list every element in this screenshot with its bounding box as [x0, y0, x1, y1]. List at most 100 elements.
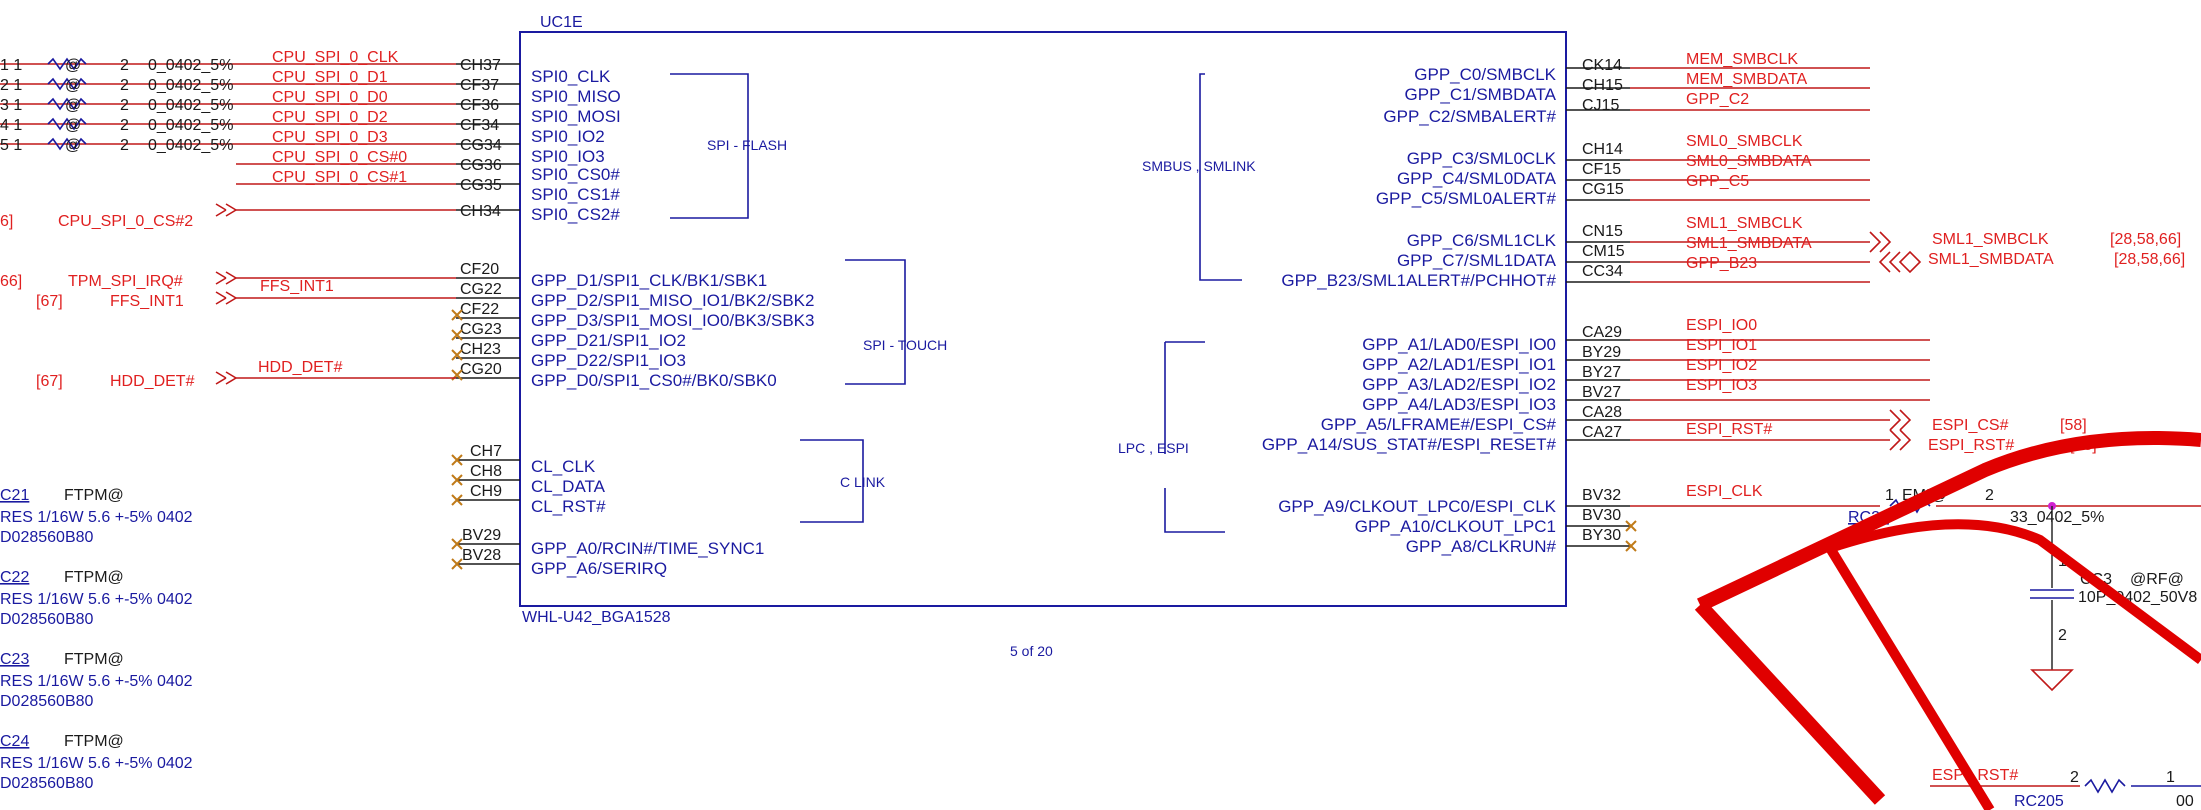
capacitor-option: @RF@ [2130, 571, 2184, 588]
left-pin-name: CL_DATA [531, 477, 606, 496]
left-pin-name: GPP_A6/SERIRQ [531, 559, 667, 578]
resistor-option-mark: @ [65, 97, 81, 114]
offpage-ref: [28,58,66] [2110, 231, 2181, 248]
bom-option: FTPM@ [64, 569, 124, 586]
left-pin-num: CG22 [460, 281, 502, 298]
net-label: GPP_C2 [1686, 91, 1749, 108]
right-pin-name: GPP_C5/SML0ALERT# [1376, 189, 1557, 208]
net-label: CPU_SPI_0_CS#1 [272, 169, 407, 186]
left-pin-name: GPP_D0/SPI1_CS0#/BK0/SBK0 [531, 371, 777, 390]
right-pin-name: GPP_C7/SML1DATA [1397, 251, 1557, 270]
resistor-pin: 4 1 [0, 117, 22, 134]
offpage-net: CPU_SPI_0_CS#2 [58, 213, 193, 230]
offpage-net: FFS_INT1 [110, 293, 184, 310]
left-pin-num: CF20 [460, 261, 499, 278]
right-pin-name: GPP_A10/CLKOUT_LPC1 [1355, 517, 1556, 536]
resistor-value: 0_0402_5% [148, 117, 233, 134]
net-label: ESPI_IO0 [1686, 317, 1757, 334]
offpage-net: ESPI_CS# [1932, 417, 2009, 434]
left-pin-num: CH7 [470, 443, 502, 460]
net-label: SML0_SMBDATA [1686, 153, 1812, 170]
left-pin-num: CF22 [460, 301, 499, 318]
offpage-net: HDD_DET# [110, 373, 195, 390]
right-pin-num: CJ15 [1582, 97, 1619, 114]
right-pin-num: BY30 [1582, 527, 1621, 544]
bom-option: FTPM@ [64, 651, 124, 668]
bom-ref: C23 [0, 651, 29, 668]
right-pin-num: CC34 [1582, 263, 1623, 280]
left-pin-name: CL_CLK [531, 457, 596, 476]
right-nets: MEM_SMBCLK MEM_SMBDATA GPP_C2 SML0_SMBCL… [1630, 51, 2185, 507]
bom-description: RES 1/16W 5.6 +-5% 0402 [0, 755, 193, 772]
resistor-pin: 2 [1985, 487, 1994, 504]
right-pin-name: GPP_A9/CLKOUT_LPC0/ESPI_CLK [1278, 497, 1556, 516]
left-pin-name: GPP_D22/SPI1_IO3 [531, 351, 686, 370]
resistor-value: 0_0402_5% [148, 57, 233, 74]
block-label-spi-flash: SPI - FLASH [707, 137, 787, 153]
right-pin-num: CA27 [1582, 424, 1622, 441]
left-pin-name: SPI0_CLK [531, 67, 611, 86]
left-pin-num: CG23 [460, 321, 502, 338]
right-pin-name: GPP_A2/LAD1/ESPI_IO1 [1362, 355, 1556, 374]
right-pin-num: CG15 [1582, 181, 1624, 198]
block-label-smbus: SMBUS , SMLINK [1142, 158, 1256, 174]
left-pin-name: GPP_D21/SPI1_IO2 [531, 331, 686, 350]
net-label: MEM_SMBDATA [1686, 71, 1808, 88]
net-label: SML1_SMBCLK [1686, 215, 1803, 232]
offpage-net: SML1_SMBCLK [1932, 231, 2049, 248]
offpage-ref: 66] [0, 273, 22, 290]
right-pin-num: CN15 [1582, 223, 1623, 240]
offpage-ref: 6] [0, 213, 13, 230]
resistor-pin: 2 [120, 57, 129, 74]
left-pin-num: CG36 [460, 157, 502, 174]
offpage-net: ESPI_RST# [1928, 437, 2014, 454]
espi-rst-circuit: ESPI_RST# 2 1 RC205 00 [1930, 767, 2201, 810]
right-pin-num: CK14 [1582, 57, 1622, 74]
right-pin-name: GPP_C2/SMBALERT# [1383, 107, 1556, 126]
resistor-value: 0_0402_5% [148, 137, 233, 154]
left-pins: CH37 SPI0_CLK CF37 SPI0_MISO CF36 SPI0_M… [451, 57, 814, 578]
net-label: CPU_SPI_0_D3 [272, 129, 388, 146]
left-pin-num: CH8 [470, 463, 502, 480]
net-label: CPU_SPI_0_D0 [272, 89, 388, 106]
block-labels: SPI - FLASH SPI - TOUCH C LINK SMBUS , S… [707, 137, 1256, 490]
left-pin-num: CF36 [460, 97, 499, 114]
bom-ref: C24 [0, 733, 29, 750]
net-label: CPU_SPI_0_CS#0 [272, 149, 407, 166]
bom-notes: C21 FTPM@ RES 1/16W 5.6 +-5% 0402 D02856… [0, 487, 193, 792]
resistor-pin: 2 [2070, 769, 2079, 786]
bom-part-number: D028560B80 [0, 693, 94, 710]
left-pin-name: CL_RST# [531, 497, 606, 516]
left-pin-name: GPP_A0/RCIN#/TIME_SYNC1 [531, 539, 764, 558]
right-pin-name: GPP_A8/CLKRUN# [1406, 537, 1557, 556]
left-pin-num: CG35 [460, 177, 502, 194]
left-pin-num: CH34 [460, 203, 501, 220]
bom-part-number: D028560B80 [0, 611, 94, 628]
capacitor-value: 10P_0402_50V8 [2078, 589, 2197, 606]
net-label: GPP_B23 [1686, 255, 1757, 272]
block-label-c-link: C LINK [840, 474, 886, 490]
left-pin-num: CG34 [460, 137, 502, 154]
left-pin-name: GPP_D2/SPI1_MISO_IO1/BK2/SBK2 [531, 291, 814, 310]
left-pin-name: SPI0_MOSI [531, 107, 621, 126]
right-pin-name: GPP_A14/SUS_STAT#/ESPI_RESET# [1262, 435, 1557, 454]
capacitor-pin: 2 [2058, 627, 2067, 644]
resistor-value: 00 [2176, 793, 2194, 810]
net-label: SML1_SMBDATA [1686, 235, 1812, 252]
block-label-spi-touch: SPI - TOUCH [863, 337, 947, 353]
resistor-pin: 3 1 [0, 97, 22, 114]
chip-ref: UC1E [540, 14, 583, 31]
right-pin-name: GPP_A1/LAD0/ESPI_IO0 [1362, 335, 1556, 354]
offpage-ref: [67] [36, 293, 63, 310]
watermark-logo [1694, 431, 2201, 810]
bom-description: RES 1/16W 5.6 +-5% 0402 [0, 673, 193, 690]
net-label: GPP_C5 [1686, 173, 1749, 190]
resistor-option-mark: @ [65, 117, 81, 134]
left-pin-name: SPI0_IO2 [531, 127, 605, 146]
right-pin-num: BY27 [1582, 364, 1621, 381]
right-pin-name: GPP_A3/LAD2/ESPI_IO2 [1362, 375, 1556, 394]
left-pin-name: SPI0_IO3 [531, 147, 605, 166]
bom-ref: C21 [0, 487, 29, 504]
net-label: ESPI_IO1 [1686, 337, 1757, 354]
